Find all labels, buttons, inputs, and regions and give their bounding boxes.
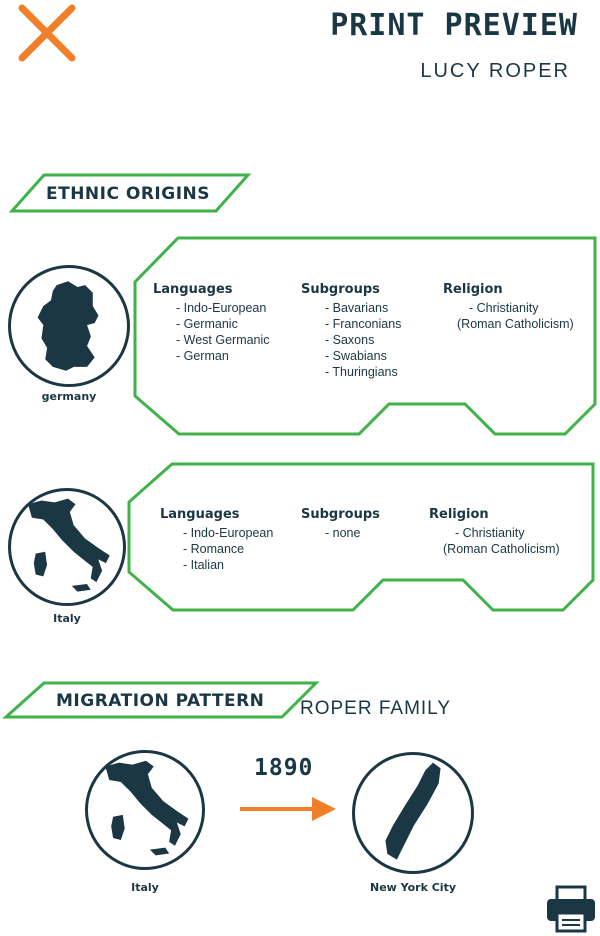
language-item: - German (176, 349, 229, 363)
family-name: ROPER FAMILY (300, 698, 452, 719)
manhattan-map-icon (385, 762, 441, 860)
subgroup-item: - Saxons (325, 333, 375, 347)
religion-item: (Roman Catholicism) (443, 542, 560, 556)
language-item: - Romance (183, 542, 245, 556)
italy-label: Italy (53, 612, 81, 625)
italy-map-icon (28, 498, 110, 592)
italy-map-circle (8, 488, 126, 606)
germany-languages: Languages - Indo-European - Germanic - W… (153, 282, 270, 364)
germany-map-icon (37, 281, 99, 371)
migration-origin-circle (85, 750, 205, 870)
subgroups-heading: Subgroups (301, 507, 380, 522)
religion-item: (Roman Catholicism) (457, 317, 574, 331)
subgroup-item: - Bavarians (325, 301, 389, 315)
religion-item: - Christianity (469, 301, 539, 315)
language-item: - Italian (183, 558, 224, 572)
religion-heading: Religion (443, 282, 503, 297)
migration-pattern-banner (2, 681, 320, 719)
religion-item: - Christianity (455, 526, 525, 540)
germany-religion: Religion - Christianity (Roman Catholici… (443, 282, 574, 332)
printer-icon[interactable] (545, 885, 597, 933)
migration-pattern-label: MIGRATION PATTERN (56, 691, 265, 711)
italy-religion: Religion - Christianity (Roman Catholici… (429, 507, 560, 557)
migration-origin-label: Italy (131, 881, 159, 894)
germany-info-card (133, 236, 597, 436)
subgroup-item: - Swabians (325, 349, 387, 363)
page-title: PRINT PREVIEW (330, 8, 578, 43)
italy-map-icon (105, 760, 189, 856)
italy-languages: Languages - Indo-European - Romance - It… (160, 507, 273, 573)
subgroup-item: - Thuringians (325, 365, 398, 379)
languages-heading: Languages (153, 282, 233, 297)
language-item: - Indo-European (183, 526, 274, 540)
germany-subgroups: Subgroups - Bavarians - Franconians - Sa… (301, 282, 401, 380)
religion-heading: Religion (429, 507, 489, 522)
subgroup-item: - none (325, 526, 361, 540)
language-item: - Indo-European (176, 301, 267, 315)
languages-heading: Languages (160, 507, 240, 522)
arrow-right-icon (240, 797, 336, 821)
subgroups-heading: Subgroups (301, 282, 380, 297)
close-icon[interactable] (14, 2, 80, 64)
migration-year: 1890 (254, 755, 314, 781)
ethnic-origins-banner (8, 173, 252, 213)
language-item: - Germanic (176, 317, 238, 331)
germany-map-circle (8, 265, 130, 387)
italy-info-card (127, 462, 595, 612)
language-item: - West Germanic (176, 333, 270, 347)
person-name: LUCY ROPER (420, 60, 570, 82)
migration-destination-label: New York City (369, 881, 456, 894)
germany-label: germany (41, 390, 97, 403)
subgroup-item: - Franconians (325, 317, 402, 331)
italy-subgroups: Subgroups - none (301, 507, 380, 541)
migration-destination-circle (352, 752, 474, 874)
ethnic-origins-label: ETHNIC ORIGINS (46, 184, 211, 204)
